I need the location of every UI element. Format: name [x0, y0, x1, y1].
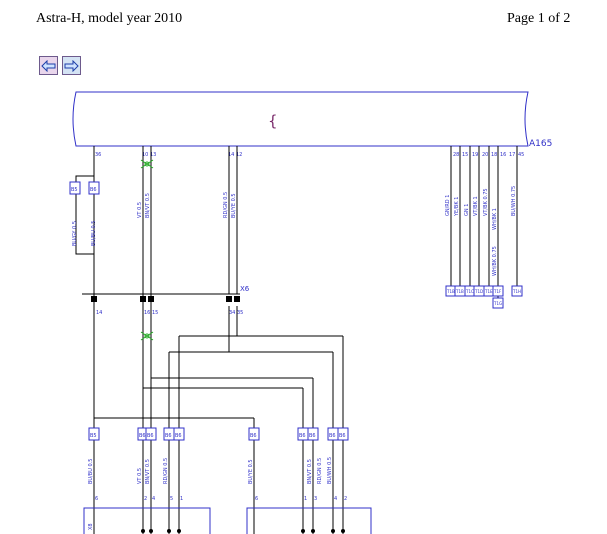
top-pin: 13 [150, 152, 156, 158]
component-box-label: B6 [309, 433, 316, 439]
wire-code: WH/BK 0.75 [492, 246, 498, 276]
wire-code: BN/VT 0.5 [145, 459, 151, 484]
component-box-label: B6 [147, 433, 154, 439]
component-box-label: B6 [139, 433, 146, 439]
arrow-right-icon [64, 59, 79, 72]
component-box [88, 181, 100, 195]
connector-label: X6 [240, 285, 250, 293]
wire-code: BN/VT 0.5 [307, 459, 313, 484]
bottom-pin: 4 [334, 496, 337, 502]
component-box [88, 427, 100, 441]
component-box-label: B6 [165, 433, 172, 439]
bottom-pin: 5 [170, 496, 173, 502]
bottom-pin: 2 [144, 496, 147, 502]
component-box-label: B6 [329, 433, 336, 439]
wire-code: GN/RD 1 [445, 195, 451, 216]
wire-code: BU/BU 0.5 [88, 459, 94, 484]
top-pin: 15 [462, 152, 468, 158]
wire-code: BU/YE 0.5 [248, 459, 254, 484]
wire-code: BU/WH 0.75 [511, 186, 517, 216]
component-box [145, 427, 157, 441]
bottom-pin: 1 [304, 496, 307, 502]
component-box-label: B5 [90, 433, 97, 439]
top-pin: 18 [491, 152, 497, 158]
bottom-pin: 3 [314, 496, 317, 502]
bottom-pin: 2 [344, 496, 347, 502]
x6-pin: 16 [144, 310, 150, 316]
wire-code: VT 0.5 [137, 468, 143, 484]
bottom-pin: 1 [180, 496, 183, 502]
top-pin: 45 [518, 152, 524, 158]
x6-pin: 15 [152, 310, 158, 316]
forward-button[interactable] [62, 56, 81, 75]
top-pin: 10 [142, 152, 148, 158]
top-pin: 12 [236, 152, 242, 158]
page-title: Astra-H, model year 2010 [36, 11, 183, 26]
wire-code: YE/BK 1 [454, 197, 460, 217]
wire-code: BU/WH 0.5 [327, 457, 333, 484]
wire-code: RD/GN 0.5 [317, 458, 323, 484]
module-marker: { [268, 112, 278, 130]
component-box-label: B6 [175, 433, 182, 439]
wire-code: BN/VT 0.5 [145, 193, 151, 218]
lower-component-outline [83, 507, 211, 534]
x6-pin: 34 [229, 310, 235, 316]
component-box [173, 427, 185, 441]
wire-code: VT/BK 0.75 [483, 188, 489, 216]
lower-component-outline [246, 507, 372, 534]
component-box-label: T1D [474, 289, 483, 294]
component-box-label: T1C [465, 289, 474, 294]
top-pin: 20 [482, 152, 488, 158]
component-box-label: B6 [250, 433, 257, 439]
module-label: A165 [529, 139, 552, 149]
component-box [248, 427, 260, 441]
top-pin: 14 [228, 152, 234, 158]
wire-code: BU/YE 0.5 [231, 193, 237, 218]
wire-code: RD/GN 0.5 [163, 458, 169, 484]
x6-pin: 14 [96, 310, 102, 316]
component-box-label: T1H [512, 289, 521, 294]
component-box [511, 285, 523, 297]
wire-code: BU/BU 0.5 [91, 221, 97, 246]
component-box-label: T1B [455, 289, 464, 294]
connector-pins [91, 296, 240, 302]
bottom-pin: 4 [152, 496, 155, 502]
top-pin: 16 [500, 152, 506, 158]
wire-group [75, 146, 518, 534]
splice-marker [140, 159, 154, 341]
back-button[interactable] [39, 56, 58, 75]
component-box [69, 181, 81, 195]
component-box-label: B6 [299, 433, 306, 439]
top-pin: 28 [453, 152, 459, 158]
component-box-label: B6 [339, 433, 346, 439]
component-box-label: B6 [90, 187, 97, 193]
wire-code: RD/GN 0.5 [223, 192, 229, 218]
page-number: Page 1 of 2 [507, 11, 571, 26]
component-box [492, 285, 504, 297]
wire-code: VT/BK 1 [473, 196, 479, 216]
wire-code: VT 0.5 [137, 202, 143, 218]
bottom-pin: 6 [255, 496, 258, 502]
terminal-dots [141, 529, 345, 533]
component-box [492, 297, 504, 309]
wire-code: WH/BK 1 [492, 208, 498, 230]
wire-code: GN 1 [464, 204, 470, 216]
top-pin: 19 [472, 152, 478, 158]
top-pin: 36 [95, 152, 101, 158]
component-box-label: T1B [446, 289, 455, 294]
component-box-label: B5 [71, 187, 78, 193]
x6-pin: 35 [237, 310, 243, 316]
component-box-label: T1F [493, 289, 502, 294]
lower-component-label: X8 [88, 523, 94, 530]
wire-code: BU/GY 0.5 [72, 221, 78, 246]
component-box [337, 427, 349, 441]
component-box-label: T1G [493, 301, 502, 306]
arrow-left-icon [41, 59, 56, 72]
component-box-label: T1E [484, 289, 493, 294]
top-pin: 17 [509, 152, 515, 158]
component-box [307, 427, 319, 441]
bottom-pin: 6 [95, 496, 98, 502]
control-module-box [72, 91, 529, 147]
